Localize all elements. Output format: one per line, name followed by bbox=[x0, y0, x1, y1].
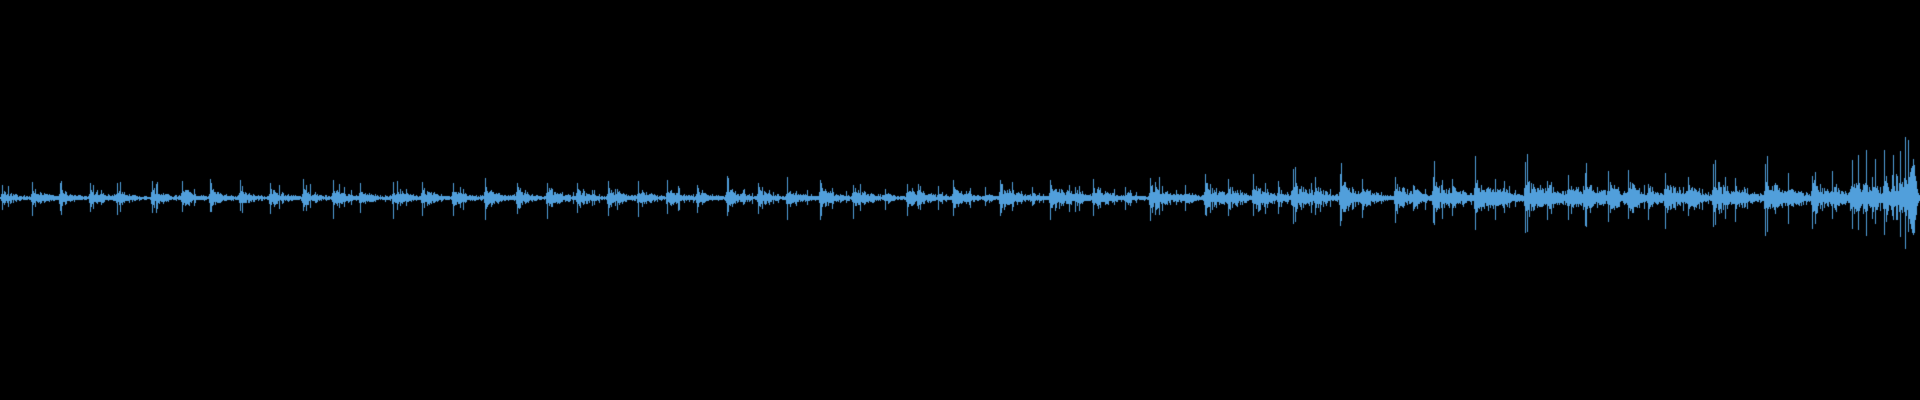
audio-waveform bbox=[0, 0, 1920, 400]
waveform-stage bbox=[0, 0, 1920, 400]
